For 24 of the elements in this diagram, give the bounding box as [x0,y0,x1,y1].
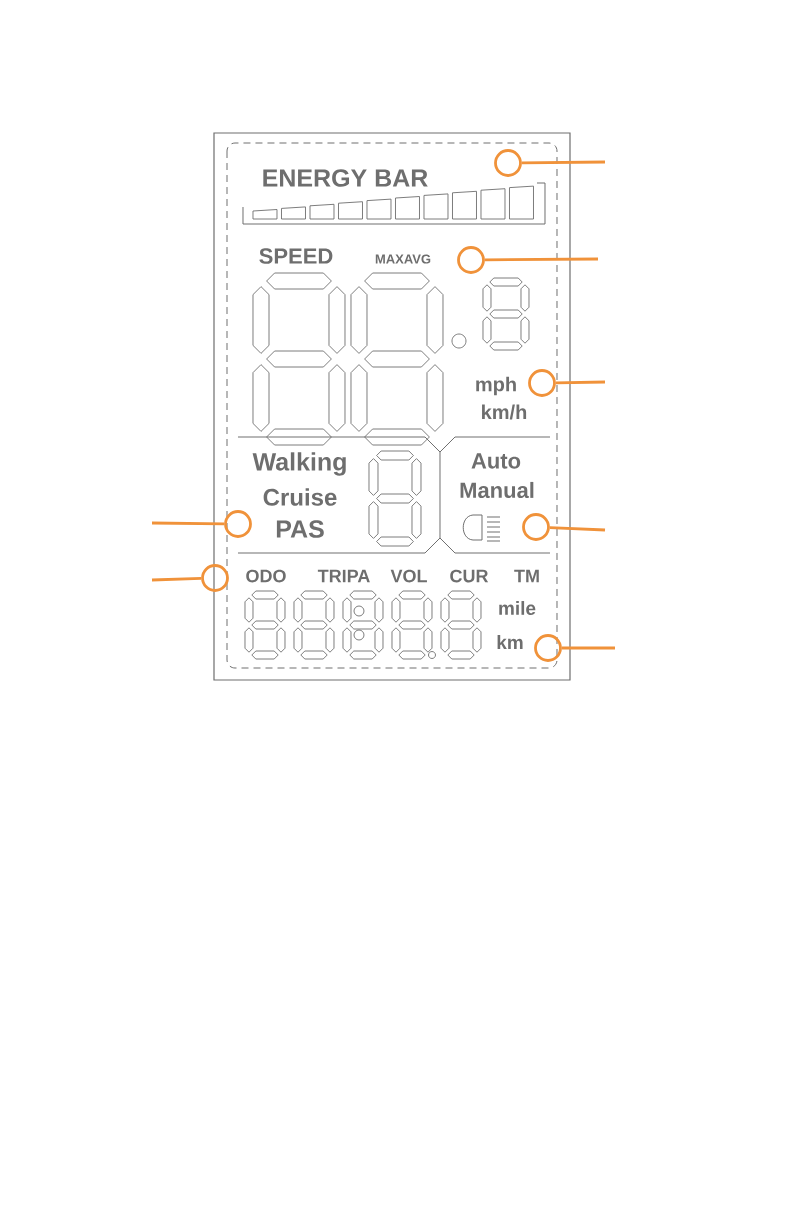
callout-circle [224,510,252,538]
display-label: PAS [276,520,324,538]
leader-line [151,577,202,582]
leader-line [555,380,606,385]
callout-circle [534,634,562,662]
callout-circle [457,246,485,274]
display-label: Auto [471,453,521,469]
display-label: TM [514,569,539,583]
callout-circle [494,149,522,177]
display-label: Cruise [263,488,337,506]
display-label: ENERGY BAR [263,169,428,187]
callout-circle [528,369,556,397]
callout-circle [201,564,229,592]
leader-line [549,526,606,532]
leader-line [561,646,615,650]
display-label: CUR [450,569,489,583]
leader-line [484,257,598,262]
display-label: SPEED [259,248,333,264]
display-label: TRIPA [317,569,370,583]
callout-circle [522,513,550,541]
leader-line [152,521,225,526]
display-label: ODO [246,569,286,583]
display-label: VOL [390,569,427,583]
leader-line [521,160,605,165]
